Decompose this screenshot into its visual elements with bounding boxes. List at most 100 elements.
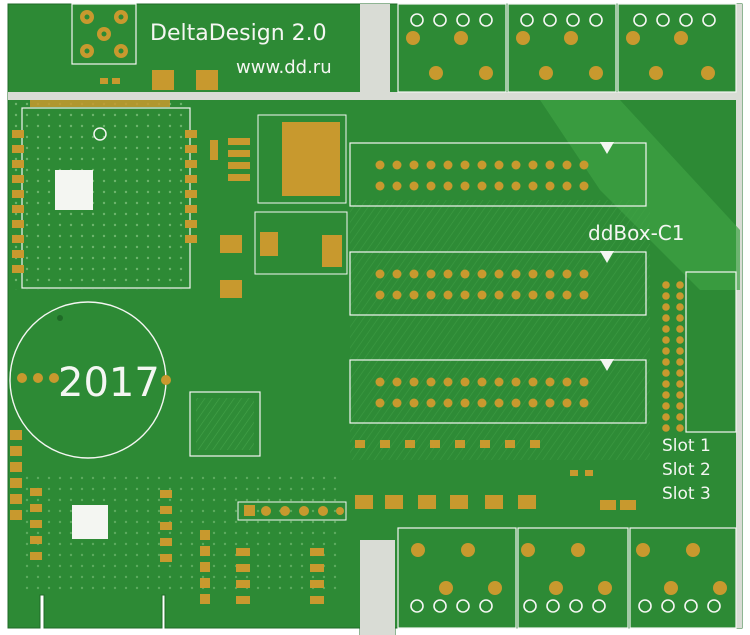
header-pin [511, 377, 521, 387]
header-pin [375, 160, 385, 170]
header-pin [409, 269, 419, 279]
smd-pads-top [100, 70, 218, 90]
header-pin [579, 181, 589, 191]
header-pin [545, 269, 555, 279]
header-pin [392, 290, 402, 300]
header-pin [460, 160, 470, 170]
right-header-pins [662, 281, 684, 432]
bottom-header-row [237, 501, 347, 521]
right-bare-strip [736, 4, 742, 628]
top-bare-strip [8, 92, 742, 100]
header-pin [579, 377, 589, 387]
header-pin [528, 377, 538, 387]
right-header-pin [676, 424, 684, 432]
header-pin [511, 269, 521, 279]
header-pin [409, 181, 419, 191]
right-header-pin [662, 347, 670, 355]
header-pin [545, 377, 555, 387]
right-header-pin [676, 281, 684, 289]
header-pin [494, 181, 504, 191]
right-header-pin [662, 402, 670, 410]
header-pin [511, 181, 521, 191]
header-pin [562, 398, 572, 408]
header-pin [443, 160, 453, 170]
header-pin [443, 377, 453, 387]
header-pin [392, 160, 402, 170]
header-pin [579, 269, 589, 279]
slot-label-3: Slot 3 [662, 484, 711, 504]
header-pin [375, 398, 385, 408]
left-edge-pads [12, 100, 197, 273]
header-pin [392, 269, 402, 279]
right-header-pin [662, 424, 670, 432]
header-pin [528, 181, 538, 191]
right-header-pin [662, 303, 670, 311]
right-header-pin [676, 303, 684, 311]
header-pin [460, 290, 470, 300]
header-pin [375, 181, 385, 191]
right-header-pin [662, 369, 670, 377]
right-header-pin [676, 413, 684, 421]
header-pin [494, 377, 504, 387]
header-pin [494, 160, 504, 170]
header-pin [392, 181, 402, 191]
header-pins [375, 160, 589, 408]
header-pin [528, 269, 538, 279]
header-pin [528, 160, 538, 170]
right-header-pin [662, 314, 670, 322]
header-pin [426, 377, 436, 387]
header-pin [443, 181, 453, 191]
header-pin [494, 398, 504, 408]
header-pin [579, 398, 589, 408]
header-pin [477, 160, 487, 170]
header-pin [477, 181, 487, 191]
trace-region-left [10, 100, 190, 290]
header-pin [511, 160, 521, 170]
bottom-slot-cutout [360, 540, 395, 635]
header-pin [426, 181, 436, 191]
header-pin [477, 398, 487, 408]
right-header-pin [676, 391, 684, 399]
header-pin [426, 269, 436, 279]
header-pin [460, 398, 470, 408]
header-pin [460, 377, 470, 387]
header-pin [562, 160, 572, 170]
top-left-pad-group [71, 3, 137, 65]
shield-chip [282, 122, 340, 196]
right-header-pin [676, 336, 684, 344]
header-pin [426, 290, 436, 300]
right-header-pin [662, 336, 670, 344]
header-pin [409, 398, 419, 408]
battery-pads [17, 373, 171, 385]
header-connectors [349, 142, 647, 424]
board-url: www.dd.ru [236, 57, 332, 78]
header-pin [409, 290, 419, 300]
header-pin [443, 398, 453, 408]
header-pin [460, 269, 470, 279]
header-pin [443, 290, 453, 300]
header-pin [528, 290, 538, 300]
year-label: 2017 [58, 360, 160, 406]
header-pin [426, 160, 436, 170]
header-pin [528, 398, 538, 408]
module-silk-square [55, 170, 93, 210]
slot-label-1: Slot 1 [662, 436, 711, 456]
header-pin [409, 377, 419, 387]
right-header-pin [662, 358, 670, 366]
header-pin [562, 181, 572, 191]
right-header-pin [676, 380, 684, 388]
header-pin [494, 290, 504, 300]
right-header-pin [676, 314, 684, 322]
copper-pour-diagonal [540, 100, 740, 290]
qfp-chip [189, 391, 261, 457]
header-pin [579, 290, 589, 300]
header-pin [409, 160, 419, 170]
right-header-pin [662, 325, 670, 333]
right-header-pin [676, 358, 684, 366]
header-pin [477, 290, 487, 300]
header-pin [545, 160, 555, 170]
header-pin [477, 269, 487, 279]
header-pin [375, 290, 385, 300]
trace-region-bottom [20, 470, 340, 590]
